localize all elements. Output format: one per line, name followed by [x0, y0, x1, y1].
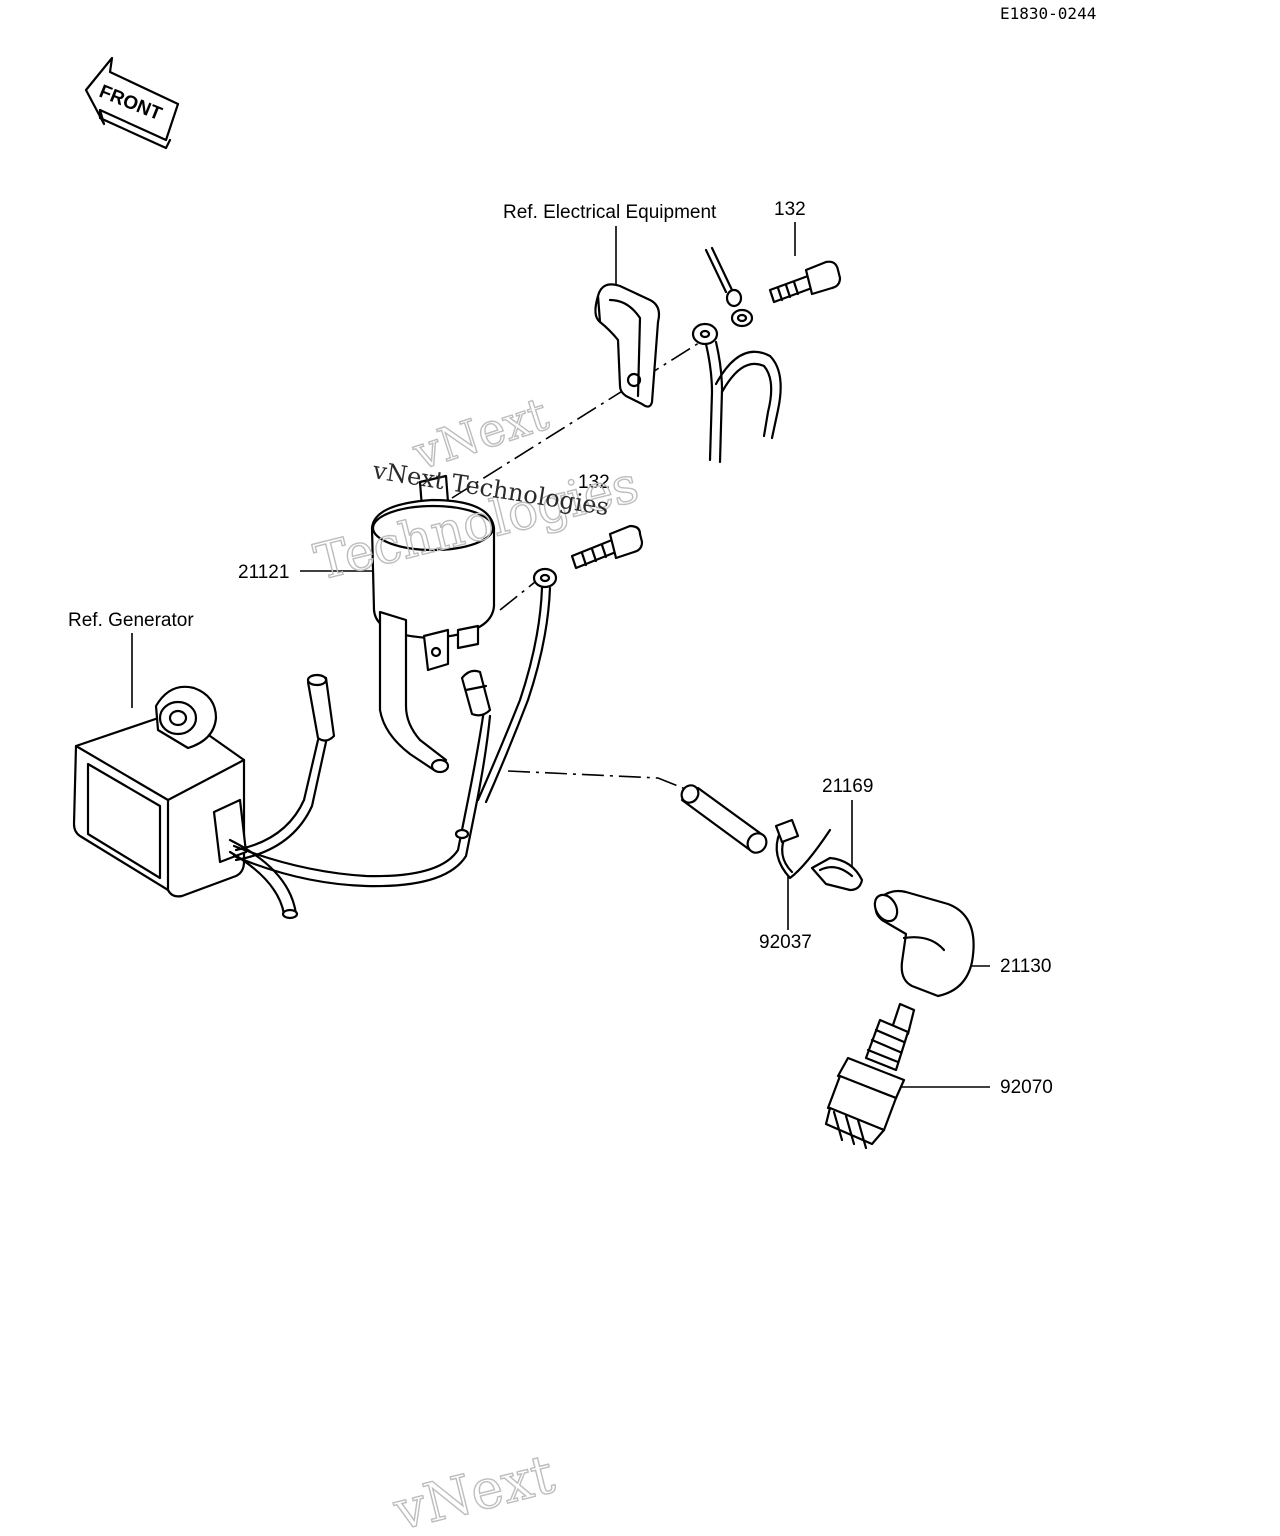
- bolt-132-mid: [570, 524, 644, 570]
- clamp-21169: [810, 856, 864, 892]
- drawing-number: E1830-0244: [1000, 4, 1096, 23]
- part-label-21169: 21169: [822, 776, 873, 797]
- front-arrow-icon: FRONT: [84, 56, 180, 150]
- ground-lead-top: [704, 246, 743, 308]
- bolt-132-top: [768, 260, 842, 304]
- generator-unit: [72, 685, 248, 898]
- part-label-132-top: 132: [774, 199, 806, 220]
- connector-male: [460, 669, 492, 717]
- watermark-4: vNext: [387, 1442, 561, 1536]
- ground-lead-mid: [476, 586, 552, 804]
- ref-electrical-equipment-label: Ref. Electrical Equipment: [503, 202, 717, 223]
- part-label-21121: 21121: [238, 562, 289, 583]
- washer-top: [730, 308, 754, 328]
- part-label-132-mid: 132: [578, 472, 610, 493]
- leader-lines: [131, 222, 990, 1088]
- bracket: [594, 283, 661, 408]
- ground-lead-ring: [691, 322, 782, 464]
- spark-plug-92070: [824, 1002, 916, 1150]
- band-92037: [774, 818, 832, 880]
- part-label-92037: 92037: [759, 932, 812, 953]
- washer-mid: [532, 567, 558, 589]
- sleeve: [680, 784, 768, 854]
- ref-generator-label: Ref. Generator: [68, 610, 194, 631]
- connector-female: [306, 673, 336, 742]
- ignition-coil: [370, 474, 496, 774]
- wire-harness: [228, 708, 492, 920]
- part-label-21130: 21130: [1000, 956, 1051, 977]
- plug-cap-21130: [873, 889, 975, 998]
- part-label-92070: 92070: [1000, 1077, 1053, 1098]
